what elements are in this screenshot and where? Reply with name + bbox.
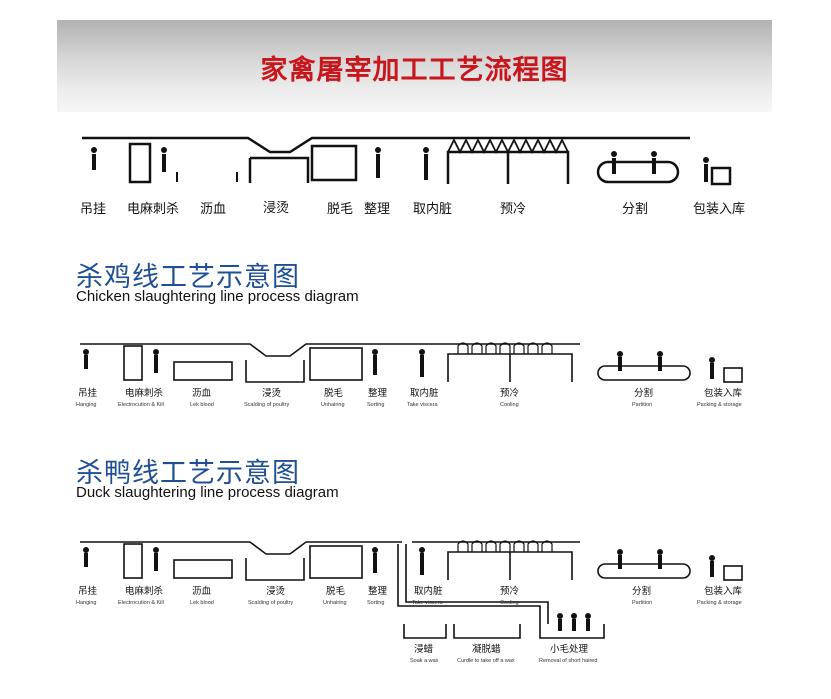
chicken-section-subtitle: Chicken slaughtering line process diagra… [76, 288, 359, 305]
chicken-step-cn: 预冷 [500, 387, 520, 399]
chicken-step-cn: 取内脏 [410, 387, 439, 399]
duck-pack-box [723, 565, 743, 581]
overview-label: 吊挂 [80, 202, 106, 217]
chicken-step-en: Unhairing [321, 402, 345, 408]
chicken-step-en: Scalding of poultry [244, 402, 289, 408]
chicken-step-cn: 分割 [634, 387, 653, 399]
overview-label: 浸烫 [263, 201, 289, 216]
overview-label: 电麻刺杀 [127, 202, 179, 217]
duck-step-en: Hanging [76, 600, 97, 606]
chicken-line-diagram: 吊挂 Hanging 电麻刺杀 Electrocution & Kill 沥血 … [76, 342, 743, 408]
chicken-step-cn: 脱毛 [324, 387, 344, 399]
chicken-scald-tank [245, 360, 305, 383]
duck-step-cn: 脱毛 [326, 585, 346, 597]
overview-cooling-tanks [446, 150, 570, 184]
overview-label: 包装入库 [693, 201, 745, 217]
duck-step-cn: 分割 [632, 585, 651, 597]
overview-stun-cabinet [128, 142, 152, 184]
chicken-dehair-machine [309, 347, 363, 381]
duck-wax-step-cn: 浸蜡 [414, 643, 434, 655]
chicken-step-en: Partition [632, 402, 652, 408]
overview-label: 分割 [622, 201, 648, 217]
overview-label: 取内脏 [413, 201, 452, 217]
chicken-section-title: 杀鸡线工艺示意图 [76, 262, 300, 293]
chicken-step-cn: 包装入库 [704, 387, 743, 399]
duck-step-labels: 吊挂 Hanging 电麻刺杀 Electrocution & Kill 沥血 … [76, 585, 743, 664]
duck-stun-cabinet [123, 543, 143, 579]
duck-wax-step-en: Removal of short haired [539, 658, 597, 664]
duck-dehair-machine [309, 545, 363, 579]
duck-cooling-tanks [447, 551, 573, 580]
chicken-cooling-tanks [447, 353, 573, 382]
chicken-step-labels: 吊挂 Hanging 电麻刺杀 Electrocution & Kill 沥血 … [76, 387, 743, 408]
overview-scald-tank [248, 156, 310, 183]
chicken-step-cn: 整理 [368, 387, 388, 399]
overview-label: 沥血 [200, 202, 226, 217]
duck-bleed-trough [173, 559, 233, 579]
overview-dehair-machine [310, 144, 358, 182]
chicken-step-en: Cooling [500, 402, 519, 408]
duck-step-cn: 预冷 [500, 585, 520, 597]
chicken-step-cn: 电麻刺杀 [125, 387, 163, 399]
chicken-step-en: Hanging [76, 402, 97, 408]
chicken-conveyor [80, 343, 580, 357]
chicken-pack-box [723, 367, 743, 383]
duck-step-en: Packing & storage [697, 600, 742, 606]
chicken-partition-belt [597, 365, 691, 381]
chicken-step-cn: 浸烫 [262, 388, 282, 399]
chicken-step-en: Electrocution & Kill [118, 402, 164, 408]
duck-section-subtitle: Duck slaughtering line process diagram [76, 484, 339, 501]
chicken-step-cn: 吊挂 [78, 387, 98, 399]
duck-step-en: Sorting [367, 600, 384, 606]
duck-step-en: Scalding of poultry [248, 600, 293, 606]
duck-wax-step-en: Curdle to take off a wax [457, 658, 515, 664]
duck-step-en: Electrocution & Kill [118, 600, 164, 606]
duck-step-cn: 取内脏 [414, 585, 443, 597]
duck-line-diagram: 吊挂 Hanging 电麻刺杀 Electrocution & Kill 沥血 … [76, 540, 743, 664]
duck-wax-loop [397, 544, 549, 624]
page-title: 家禽屠宰加工工艺流程图 [260, 55, 569, 86]
duck-scald-tank [245, 558, 305, 581]
duck-step-en: Take viscera [412, 600, 444, 606]
overview-labels: 吊挂 电麻刺杀 沥血 浸烫 脱毛 整理 取内脏 预冷 分割 包装入库 [80, 201, 745, 217]
chicken-step-en: Sorting [367, 402, 384, 408]
overview-conveyor [82, 136, 690, 154]
chicken-step-en: Packing & storage [697, 402, 742, 408]
overview-pack-box [710, 166, 732, 186]
duck-step-en: Unhairing [323, 600, 347, 606]
duck-wax-step-cn: 凝脱蜡 [472, 643, 501, 655]
chicken-step-en: Lek blood [190, 402, 214, 408]
duck-step-en: Cooling [500, 600, 519, 606]
overview-diagram: 吊挂 电麻刺杀 沥血 浸烫 脱毛 整理 取内脏 预冷 分割 包装入库 [80, 136, 745, 217]
duck-wax-step-en: Soak a wax [410, 658, 439, 664]
duck-step-cn: 包装入库 [704, 585, 743, 597]
duck-step-cn: 吊挂 [78, 585, 98, 597]
duck-step-en: Partition [632, 600, 652, 606]
duck-conveyor [80, 541, 580, 555]
overview-label: 整理 [364, 202, 390, 217]
overview-label: 脱毛 [327, 202, 353, 217]
overview-label: 预冷 [500, 202, 526, 217]
duck-step-cn: 电麻刺杀 [125, 585, 163, 597]
title-banner: 家禽屠宰加工工艺流程图 [57, 20, 772, 112]
chicken-stun-cabinet [123, 345, 143, 381]
duck-partition-belt [597, 563, 691, 579]
chicken-bleed-trough [173, 361, 233, 381]
duck-step-en: Lek blood [190, 600, 214, 606]
duck-wax-tanks [403, 624, 605, 639]
duck-step-cn: 整理 [368, 585, 388, 597]
chicken-step-en: Take viscera [407, 402, 439, 408]
duck-wax-step-cn: 小毛处理 [550, 643, 589, 655]
duck-step-cn: 沥血 [192, 585, 212, 597]
overview-partition-belt [596, 160, 680, 184]
chicken-step-cn: 沥血 [192, 387, 212, 399]
duck-section-title: 杀鸭线工艺示意图 [76, 458, 300, 489]
duck-step-cn: 浸烫 [266, 586, 286, 597]
